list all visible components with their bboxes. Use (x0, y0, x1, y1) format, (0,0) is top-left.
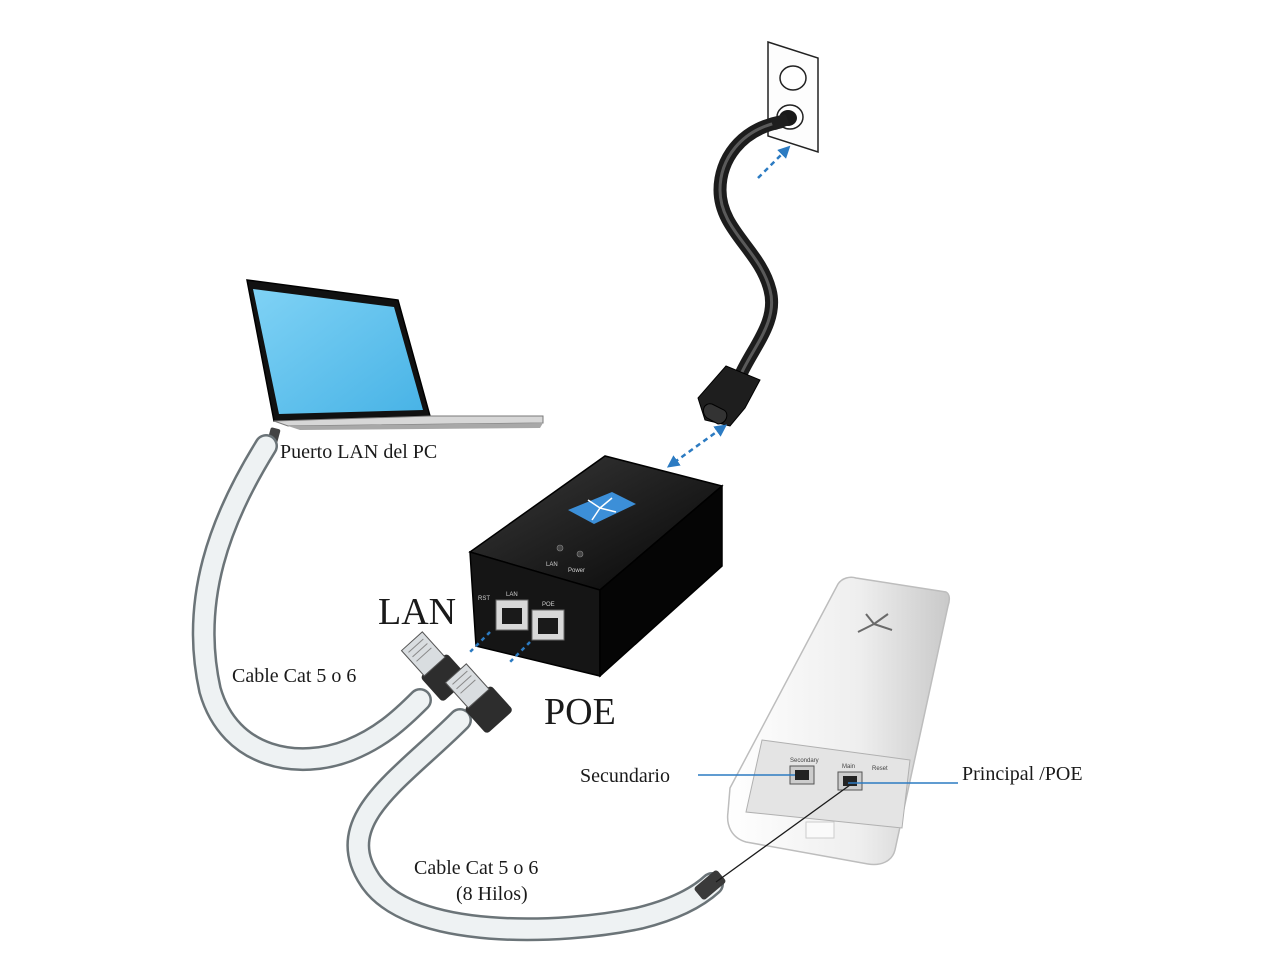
power-cord (697, 114, 790, 427)
wall-outlet-icon (767, 40, 819, 154)
antenna-icon: Secondary Main Reset (726, 576, 951, 866)
port-poe-label: POE (542, 602, 555, 608)
port-lan-label: LAN (506, 592, 518, 598)
cable-2-label-line2: (8 Hilos) (456, 883, 528, 905)
poe-injector-icon: LAN Power RST LAN POE (468, 455, 724, 678)
rj45-plug-icon (444, 663, 512, 733)
injector-poe-port (531, 609, 565, 641)
antenna-reset-label: Reset (872, 766, 888, 772)
antenna-cable-link (715, 784, 851, 883)
antenna-poe-cable (346, 708, 726, 942)
led-lan-label: LAN (546, 562, 558, 568)
cable-2-label-line1: Cable Cat 5 o 6 (414, 857, 538, 879)
power-plug-icon (697, 114, 790, 427)
rst-label: RST (478, 596, 490, 602)
laptop-icon (246, 279, 544, 451)
pc-lan-port-label: Puerto LAN del PC (280, 441, 437, 463)
antenna-secondary-label: Secondary (790, 758, 819, 764)
brand-logo-icon (857, 613, 893, 633)
outlet-link-arrow (757, 145, 791, 179)
power-link-arrow (666, 424, 728, 468)
secondary-label: Secundario (580, 765, 670, 787)
poe-link-arrow (507, 641, 531, 665)
lan-label: LAN (378, 591, 456, 633)
primary-label: Principal /POE (962, 763, 1083, 785)
pc-lan-cable (191, 434, 432, 772)
antenna-main-label: Main (842, 764, 855, 770)
antenna-main-port (837, 771, 863, 791)
led-power-label: Power (568, 568, 585, 574)
brand-logo-icon (568, 492, 636, 524)
poe-label: POE (544, 691, 616, 733)
antenna-secondary-port (789, 765, 815, 785)
injector-lan-port (495, 599, 529, 631)
cable-1-label: Cable Cat 5 o 6 (232, 665, 356, 687)
